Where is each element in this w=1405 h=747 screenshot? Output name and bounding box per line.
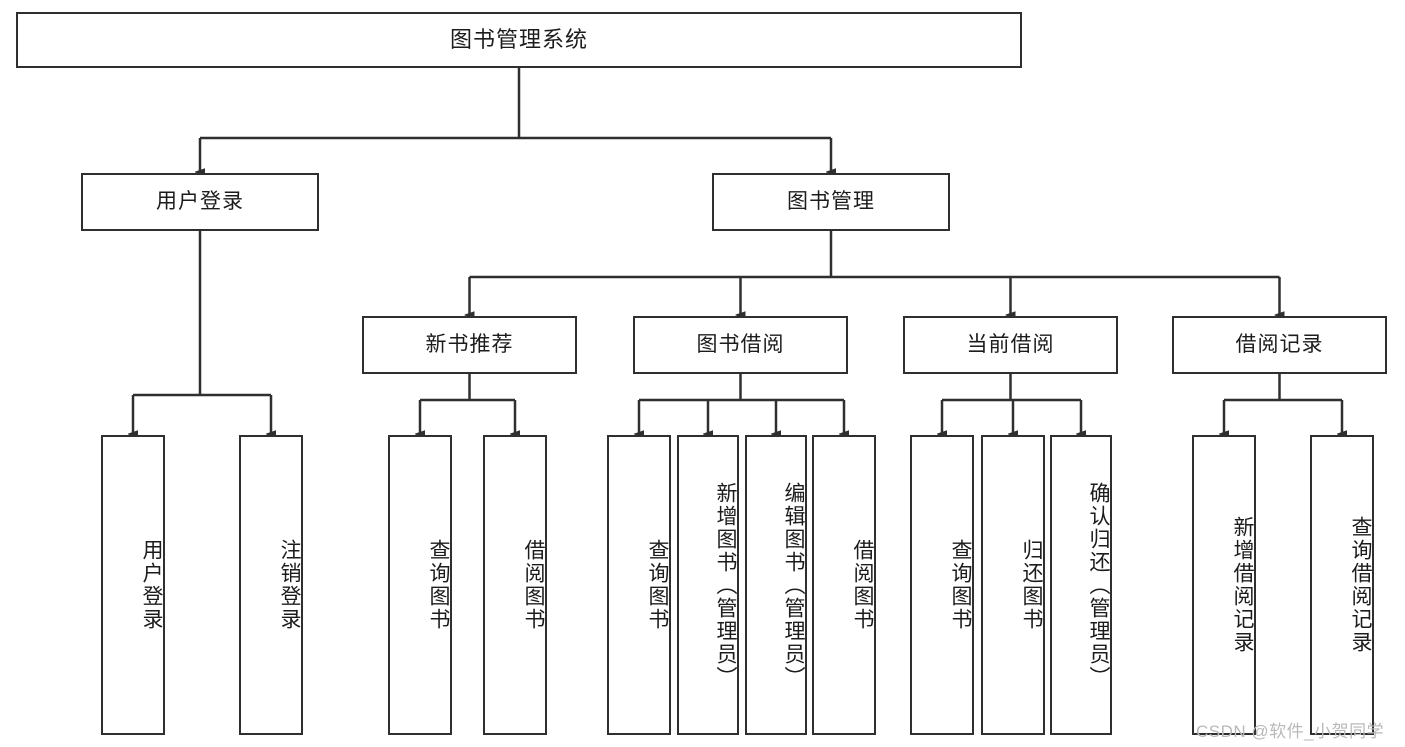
node-leaf-return-book[interactable]: 归还图书 <box>981 435 1045 735</box>
node-new-book-rec[interactable]: 新书推荐 <box>362 316 577 374</box>
node-user-login[interactable]: 用户登录 <box>81 173 319 231</box>
node-leaf-confirm-return[interactable]: 确认归还（管理员） <box>1050 435 1112 735</box>
node-leaf-query-book-2[interactable]: 查询图书 <box>607 435 671 735</box>
node-current-borrow[interactable]: 当前借阅 <box>903 316 1118 374</box>
node-book-manage[interactable]: 图书管理 <box>712 173 950 231</box>
node-leaf-user-login[interactable]: 用户登录 <box>101 435 165 735</box>
node-leaf-query-book-1[interactable]: 查询图书 <box>388 435 452 735</box>
node-leaf-query-record[interactable]: 查询借阅记录 <box>1310 435 1374 735</box>
node-book-borrow[interactable]: 图书借阅 <box>633 316 848 374</box>
node-leaf-user-logout[interactable]: 注销登录 <box>239 435 303 735</box>
node-leaf-borrow-book-1[interactable]: 借阅图书 <box>483 435 547 735</box>
edge-paths <box>133 68 1342 434</box>
node-leaf-borrow-book-2[interactable]: 借阅图书 <box>812 435 876 735</box>
node-leaf-edit-book[interactable]: 编辑图书（管理员） <box>745 435 807 735</box>
node-leaf-add-record[interactable]: 新增借阅记录 <box>1192 435 1256 735</box>
node-borrow-record[interactable]: 借阅记录 <box>1172 316 1387 374</box>
node-leaf-query-book-3[interactable]: 查询图书 <box>910 435 974 735</box>
node-leaf-add-book[interactable]: 新增图书（管理员） <box>677 435 739 735</box>
watermark-label: CSDN @软件_小贺同学 <box>1196 722 1385 741</box>
node-root[interactable]: 图书管理系统 <box>16 12 1022 68</box>
